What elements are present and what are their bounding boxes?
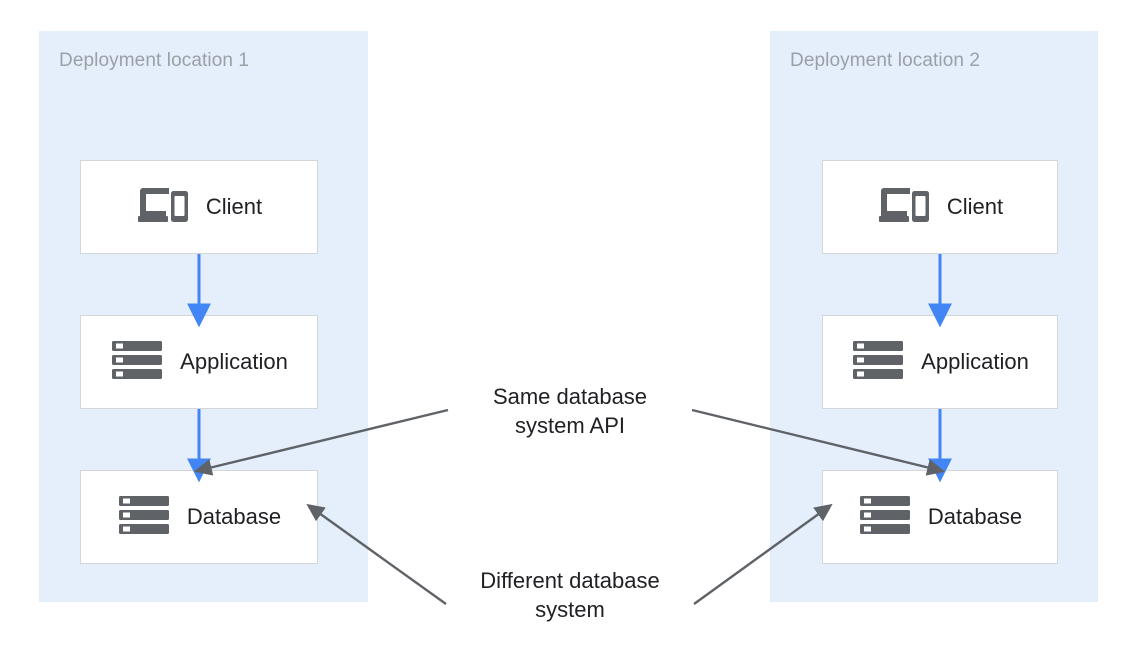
- node-client-2[interactable]: Client: [822, 160, 1058, 254]
- server-rack-icon: [858, 494, 912, 541]
- annotation-different-database-system: Different database system: [480, 568, 660, 622]
- node-database-1-label: Database: [186, 504, 282, 529]
- devices-icon: [136, 185, 190, 230]
- node-database-1[interactable]: Database: [80, 470, 318, 564]
- node-client-2-label: Client: [946, 194, 1004, 219]
- node-client-1[interactable]: Client: [80, 160, 318, 254]
- server-rack-icon: [117, 494, 171, 541]
- devices-icon: [877, 185, 931, 230]
- node-database-2[interactable]: Database: [822, 470, 1058, 564]
- deployment-region-2-label: Deployment location 2: [790, 50, 981, 71]
- node-application-1-label: Application: [180, 349, 288, 374]
- deployment-region-1-label: Deployment location 1: [59, 50, 250, 71]
- node-application-2[interactable]: Application: [822, 315, 1058, 409]
- annotation-same-database-system-api: Same database system API: [492, 384, 648, 438]
- node-application-2-label: Application: [921, 349, 1029, 374]
- server-rack-icon: [851, 339, 905, 386]
- server-rack-icon: [110, 339, 164, 386]
- node-client-1-label: Client: [205, 194, 263, 219]
- node-application-1[interactable]: Application: [80, 315, 318, 409]
- node-database-2-label: Database: [927, 504, 1023, 529]
